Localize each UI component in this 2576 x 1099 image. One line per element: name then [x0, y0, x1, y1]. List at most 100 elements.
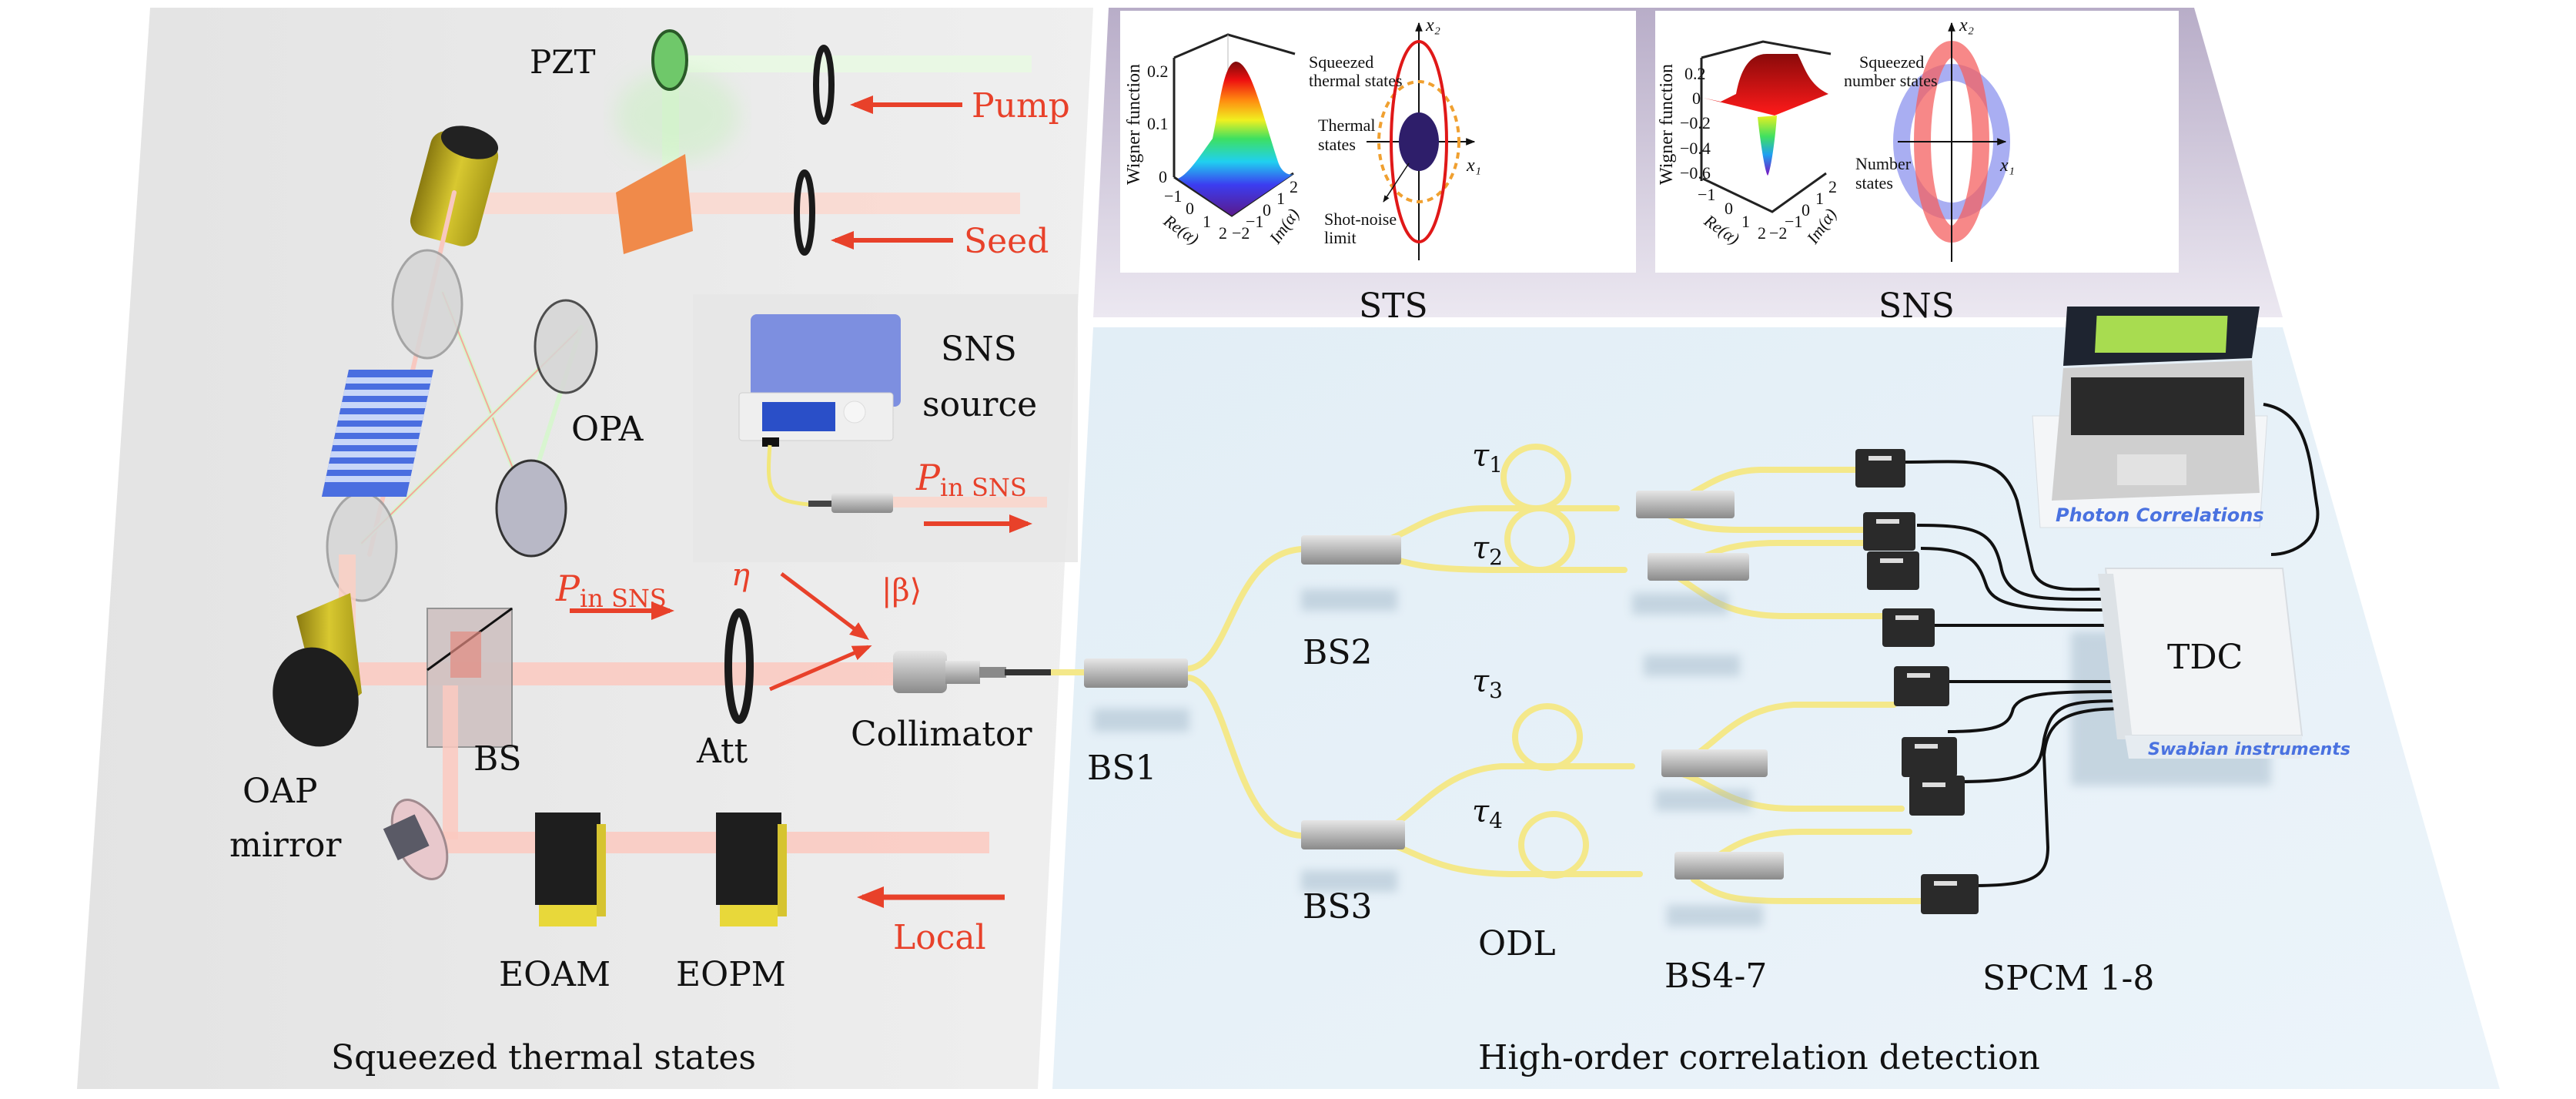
- sts-xtick-0: −1: [1164, 186, 1182, 206]
- spcm-7-icon: [1909, 776, 1965, 816]
- fiber-beam-splitters: [1084, 491, 1784, 880]
- left-panel-caption: Squeezed thermal states: [331, 1038, 756, 1077]
- sns-squeezed-label-1: Squeezed: [1859, 52, 1924, 72]
- sts-ytick-4: 2: [1290, 177, 1298, 196]
- tau1-label: τ1: [1472, 438, 1503, 477]
- sns-number-label-2: states: [1855, 173, 1893, 193]
- sts-thermal-label-1: Thermal: [1318, 116, 1376, 135]
- bs-label: BS: [473, 739, 521, 779]
- sts-ztick-1: 0.1: [1147, 114, 1169, 133]
- squeezed-thermal-states-setup: [273, 29, 1086, 926]
- spcm-label: SPCM 1-8: [1982, 959, 2154, 998]
- sns-ztick-3: 0: [1692, 89, 1701, 108]
- sts-x1-label: x₁: [1466, 156, 1481, 176]
- sns-number-label-1: Number: [1855, 154, 1912, 173]
- sts-phase-space: x₂ x₁ Squeezed thermal states Thermal st…: [1309, 15, 1481, 260]
- sns-ytick-4: 2: [1828, 177, 1837, 196]
- sns-x1-label: x₁: [1999, 156, 2015, 176]
- pump-glow: [616, 69, 739, 162]
- eta-label: η: [731, 558, 750, 593]
- spcm-8-icon: [1921, 874, 1979, 914]
- sts-wigner-plot: Wigner function 0 0.1 0.2 −1 0 1 2 Re(α)…: [1124, 33, 1303, 248]
- sns-wigner-surface: [1703, 54, 1828, 116]
- eoam-modulator-icon: [535, 813, 606, 926]
- seed-beam: [454, 193, 1020, 214]
- sns-ztick-1: −0.4: [1680, 139, 1711, 158]
- sts-squeezed-ellipse: [1390, 40, 1448, 243]
- sts-xtick-2: 1: [1203, 212, 1211, 231]
- spcm-6-icon: [1902, 737, 1957, 777]
- pzt-mirror-icon: [651, 29, 688, 91]
- sts-zlabel: Wigner function: [1124, 64, 1144, 185]
- pump-label: Pump: [972, 86, 1070, 126]
- collimator-label: Collimator: [851, 715, 1033, 754]
- fiber-spcm8: [1691, 876, 1928, 904]
- att-label: Att: [696, 732, 748, 771]
- sts-shot-noise-circle: [1377, 80, 1460, 203]
- nonlinear-crystal-icon: [321, 370, 433, 497]
- bs3-body: [1301, 820, 1405, 849]
- bs5-body: [1648, 553, 1749, 581]
- lo-beam-vertical: [443, 685, 458, 839]
- sns-inset: Wigner function −0.6 −0.4 −0.2 0 0.2 −1 …: [1655, 11, 2179, 273]
- spcm-1-icon: [1855, 449, 1905, 488]
- sts-x2-label: x₂: [1425, 15, 1440, 35]
- oap-label-line1: OAP: [243, 772, 317, 811]
- sns-wigner-plot: Wigner function −0.6 −0.4 −0.2 0 0.2 −1 …: [1657, 40, 1840, 248]
- opa-mirror-2-icon: [534, 299, 598, 394]
- laptop-keys: [2071, 377, 2244, 435]
- pump-beam: [677, 55, 1032, 72]
- tdc-to-laptop-cable: [2263, 403, 2320, 556]
- sns-phase-space: x₂ x₁ Squeezed number states Number stat…: [1844, 15, 2015, 262]
- laptop-trackpad: [2117, 454, 2186, 485]
- sns-wigner-dip: [1758, 116, 1777, 176]
- odl-label: ODL: [1478, 924, 1556, 963]
- sts-ytick-2: 0: [1263, 200, 1271, 219]
- oap-mirror-icon: [273, 593, 362, 747]
- right-panel-caption: High-order correlation detection: [1478, 1038, 2040, 1077]
- delay-loop-tau2: [1504, 505, 1575, 573]
- spcm-4-icon: [1882, 608, 1935, 647]
- sns-ytick-2: 0: [1802, 200, 1810, 219]
- sns-caption: SNS: [1878, 286, 1955, 326]
- sns-source-device-icon: [738, 314, 1047, 513]
- sts-xtick-1: 0: [1186, 199, 1194, 218]
- sns-zlabel: Wigner function: [1657, 64, 1677, 185]
- sts-thermal-label-2: states: [1318, 135, 1356, 154]
- bs47-label: BS4-7: [1664, 957, 1767, 996]
- bs3-label: BS3: [1303, 887, 1372, 926]
- sts-ytick-0: −2: [1232, 223, 1250, 243]
- sts-thermal-disk: [1399, 112, 1439, 171]
- sns-xtick-1: 0: [1725, 199, 1733, 218]
- bs2-body: [1301, 535, 1401, 565]
- oap-label-line2: mirror: [229, 826, 342, 865]
- collimator-icon: [893, 651, 1086, 693]
- sns-source-label-line2: source: [922, 385, 1037, 424]
- sts-ztick-2: 0.2: [1147, 62, 1169, 81]
- gold-mirror-top-icon: [410, 126, 499, 246]
- sns-source-label-line1: SNS: [941, 330, 1017, 369]
- fiber-spcm2: [1664, 511, 1866, 534]
- spcm-3-icon: [1867, 551, 1919, 590]
- beam-splitter-cube-icon: [427, 607, 513, 748]
- sts-ztick-0: 0: [1159, 167, 1167, 186]
- delay-loop-tau4: [1518, 811, 1589, 879]
- tau4-label: τ4: [1472, 794, 1503, 833]
- sns-xtick-3: 2: [1758, 223, 1766, 243]
- att-to-collimator-arrow: [769, 645, 872, 692]
- spcm-detectors: [1855, 449, 1979, 914]
- bs4-body: [1636, 491, 1735, 518]
- pump-waveplate-icon: [813, 45, 835, 125]
- sts-shot-label-2: limit: [1324, 228, 1357, 247]
- spcm-2-icon: [1863, 512, 1915, 551]
- bs6-body: [1661, 749, 1768, 777]
- sts-ytick-3: 1: [1276, 189, 1285, 208]
- left-panel-background: [77, 8, 1093, 1089]
- eoam-label: EOAM: [499, 955, 611, 994]
- sns-ztick-2: −0.2: [1680, 113, 1711, 132]
- fiber-bs1-bs2: [1186, 546, 1304, 672]
- opa-mirror-3-icon: [495, 459, 567, 558]
- sts-squeezed-label-1: Squeezed: [1309, 52, 1373, 72]
- sns-xtick-0: −1: [1698, 185, 1715, 204]
